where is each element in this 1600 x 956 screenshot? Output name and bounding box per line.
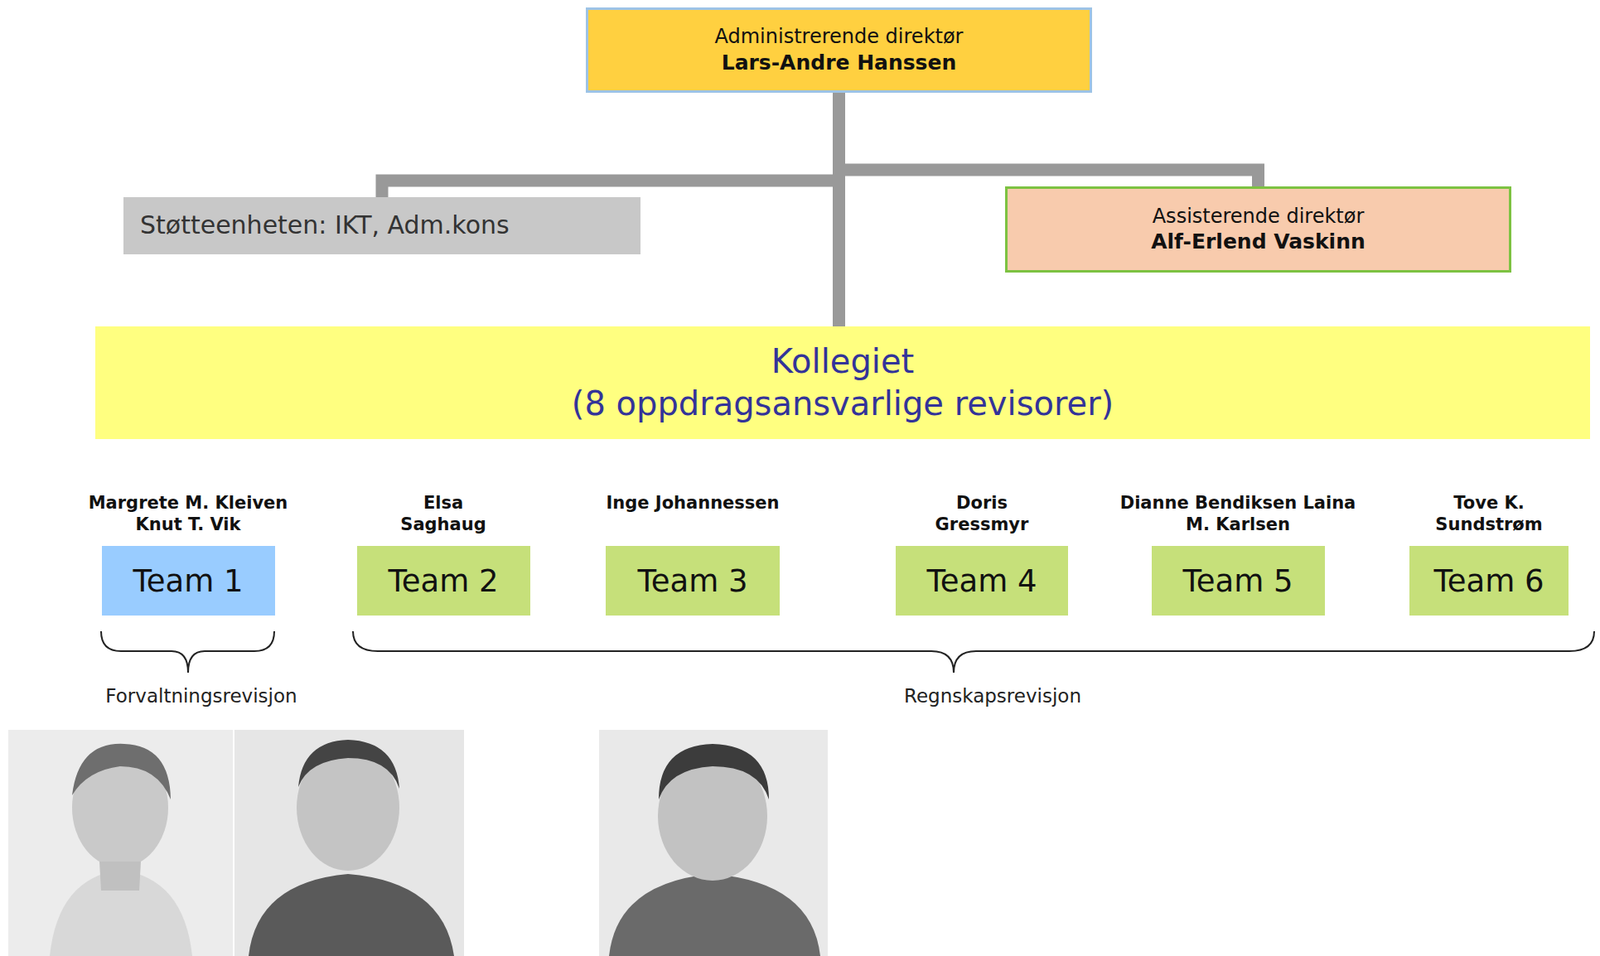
- box-heading: Støtteenheten: IKT, Adm.kons: [140, 209, 510, 242]
- assistant-director-box: Assisterende direktørAlf-Erlend Vaskinn: [1005, 186, 1512, 273]
- team-members: Inge Johannessen: [605, 492, 780, 536]
- box-heading: Administrerende direktør: [715, 24, 964, 50]
- team-node: Elsa SaghaugTeam 2: [357, 492, 531, 616]
- director-box: Administrerende direktørLars-Andre Hanss…: [585, 7, 1093, 93]
- box-text: Alf-Erlend Vaskinn: [1150, 228, 1366, 256]
- team-name: Team 4: [926, 563, 1037, 600]
- box-heading: Assisterende direktør: [1152, 203, 1365, 230]
- support-unit-box: Støtteenheten: IKT, Adm.kons: [123, 197, 641, 255]
- group-label: Forvaltningsrevisjon: [0, 684, 450, 710]
- box-text: (8 oppdragsansvarlige revisorer): [571, 382, 1114, 426]
- team-node: Tove K. SundstrømTeam 6: [1409, 492, 1569, 616]
- team-node: Dianne Bendiksen Laina M. KarlsenTeam 5: [1117, 492, 1359, 616]
- portrait-photo: [8, 729, 233, 956]
- group-label: Regnskapsrevisjon: [744, 684, 1242, 710]
- team-name: Team 2: [387, 563, 498, 600]
- college-band: Kollegiet(8 oppdragsansvarlige revisorer…: [95, 326, 1591, 440]
- curly-bracket: [101, 631, 275, 673]
- team-members: Elsa Saghaug: [381, 492, 506, 536]
- team-members: Margrete M. Kleiven Knut T. Vik: [63, 492, 313, 536]
- box-text: Lars-Andre Hanssen: [721, 49, 958, 77]
- team-box: Team 2: [357, 546, 531, 616]
- team-name: Team 6: [1433, 563, 1544, 600]
- org-connector: [381, 92, 840, 198]
- org-connector: [839, 92, 1259, 187]
- curly-bracket: [352, 631, 1595, 673]
- team-node: Inge JohannessenTeam 3: [605, 492, 780, 616]
- team-box: Team 5: [1151, 546, 1325, 616]
- team-name: Team 1: [132, 563, 243, 600]
- team-node: Doris GressmyrTeam 4: [895, 492, 1069, 616]
- team-node: Margrete M. Kleiven Knut T. VikTeam 1: [63, 492, 313, 616]
- team-members: Doris Gressmyr: [915, 492, 1049, 536]
- team-box: Team 6: [1409, 546, 1569, 616]
- team-box: Team 4: [895, 546, 1069, 616]
- team-name: Team 5: [1182, 563, 1293, 600]
- team-members: Tove K. Sundstrøm: [1414, 492, 1564, 536]
- team-box: Team 3: [605, 546, 780, 616]
- team-box: Team 1: [101, 546, 276, 616]
- team-name: Team 3: [637, 563, 748, 600]
- team-members: Dianne Bendiksen Laina M. Karlsen: [1117, 492, 1359, 536]
- portrait-photo: [599, 729, 828, 956]
- portrait-photo: [234, 729, 465, 956]
- box-heading: Kollegiet: [771, 340, 914, 383]
